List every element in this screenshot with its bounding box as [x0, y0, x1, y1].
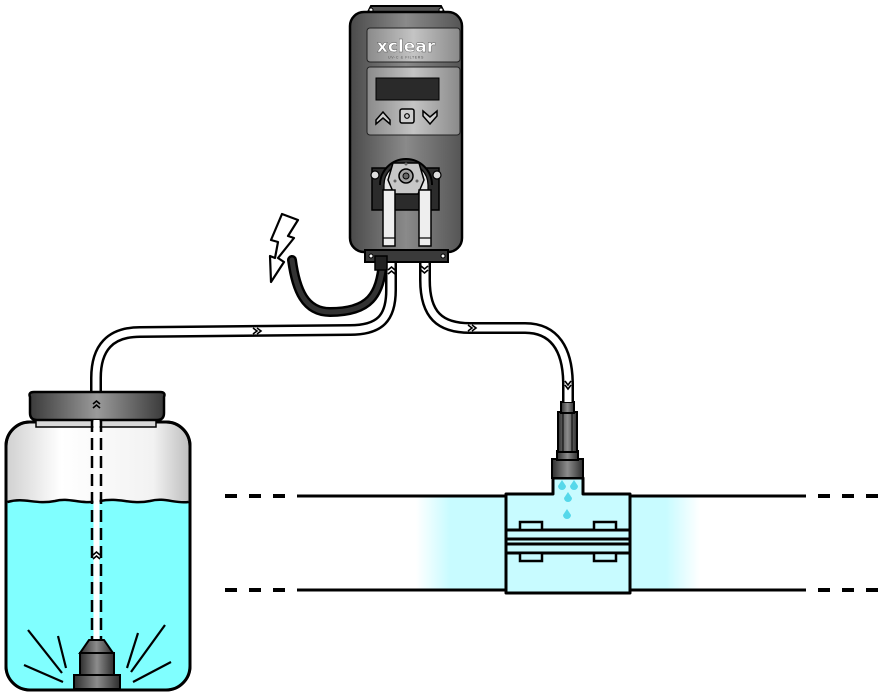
control-panel — [366, 66, 461, 136]
drip-icons — [558, 480, 578, 519]
cable-gland — [374, 255, 388, 271]
tee-flange-upper — [504, 528, 632, 541]
tee-flange-lower — [504, 542, 632, 555]
power-cable — [287, 255, 388, 318]
suction-tube — [90, 262, 397, 408]
flow-arrow-icon — [467, 324, 478, 332]
flow-arrow-icon — [564, 380, 572, 391]
discharge-tube — [419, 262, 574, 402]
flow-arrow-icon — [420, 265, 429, 275]
chevron-down-icon — [422, 109, 438, 126]
flow-arrow-icon — [92, 550, 101, 560]
ok-button[interactable] — [399, 108, 415, 124]
drip-icon — [558, 480, 566, 490]
suction-rays — [23, 624, 172, 684]
brand-panel — [366, 27, 461, 63]
screw-icon — [432, 170, 442, 180]
injection-tee — [504, 476, 632, 595]
display-screen — [375, 77, 440, 101]
ok-dot-icon — [404, 113, 410, 119]
down-button[interactable] — [422, 109, 438, 126]
tee-bolt-lr — [592, 551, 618, 563]
screw-icon — [370, 170, 380, 180]
flow-arrow-icon — [252, 327, 263, 335]
drip-icon — [563, 509, 571, 519]
chemical-tank — [4, 390, 192, 692]
lightning-bolt-icon — [268, 212, 300, 284]
pump-head — [370, 158, 442, 247]
foot-valve — [73, 639, 121, 690]
tee-bolt-ll — [518, 551, 544, 563]
drip-icon — [570, 480, 578, 490]
chevron-up-icon — [375, 110, 391, 126]
flow-arrow-icon — [92, 399, 101, 409]
injection-fitting — [551, 401, 584, 479]
flow-arrow-icon — [387, 265, 396, 275]
brand-tagline: UV-C & FILTERS — [388, 56, 424, 60]
drip-icon — [564, 492, 572, 502]
brand-logo: xclear — [377, 37, 436, 57]
tee-bolt-ul — [518, 520, 544, 532]
tee-bolt-ur — [592, 520, 618, 532]
up-button[interactable] — [375, 110, 391, 126]
dosing-pump: xclear UV-C & FILTERS — [348, 5, 464, 275]
